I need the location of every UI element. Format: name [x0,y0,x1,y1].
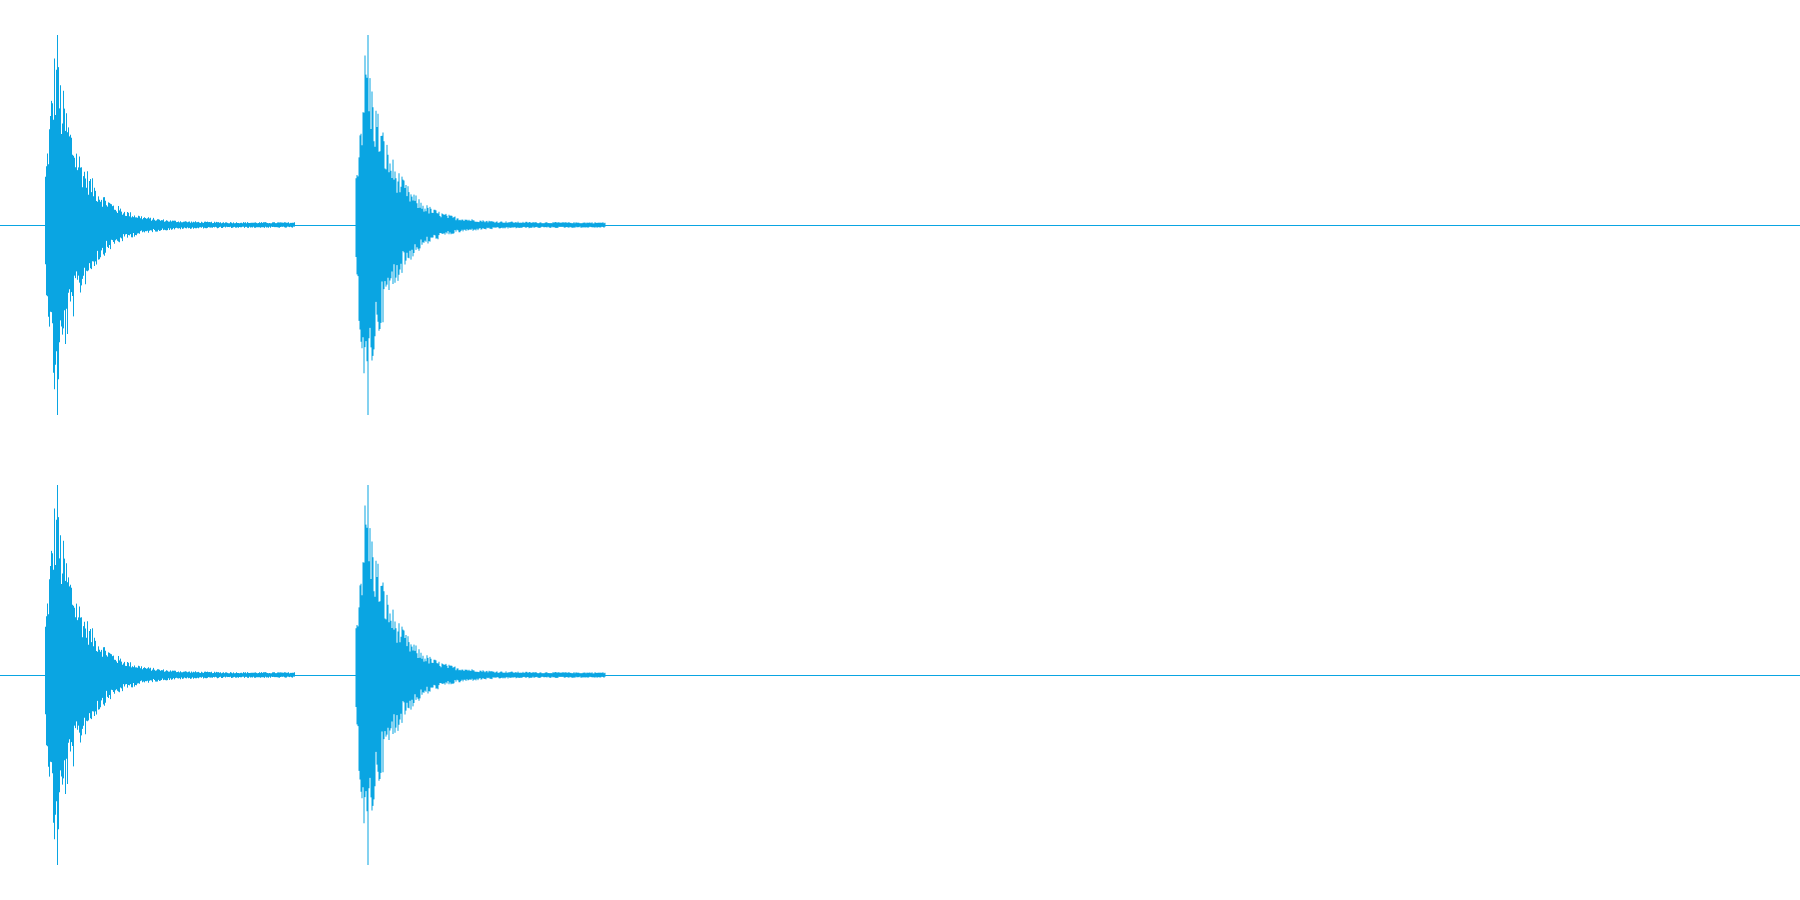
waveform-channel-1 [0,35,1800,415]
waveform-samples [45,507,295,843]
waveform-burst [45,485,295,865]
waveform-burst [45,35,295,415]
waveform-samples [355,505,606,843]
waveform-channel-2 [0,485,1800,865]
waveform-burst [355,35,606,415]
waveform-burst [355,485,606,865]
waveform-samples [355,55,606,393]
waveform-samples [45,57,295,393]
